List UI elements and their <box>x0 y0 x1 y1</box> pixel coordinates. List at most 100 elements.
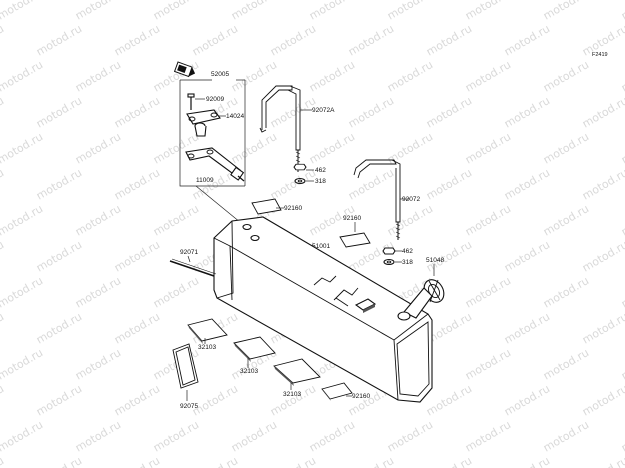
label-92071: 92071 <box>180 249 198 256</box>
label-92009: 92009 <box>206 96 224 103</box>
watermark-text: motod.ru <box>0 454 6 468</box>
watermark-text: motod.ru <box>34 310 84 346</box>
watermark-text: motod.ru <box>619 130 625 166</box>
nut-462-upper <box>293 163 307 171</box>
watermark-text: motod.ru <box>268 22 318 58</box>
watermark-text: motod.ru <box>619 58 625 94</box>
watermark-text: motod.ru <box>34 94 84 130</box>
label-92075: 92075 <box>180 403 198 410</box>
watermark-text: motod.ru <box>34 238 84 274</box>
watermark-text: motod.ru <box>73 0 123 23</box>
watermark-text: motod.ru <box>385 130 435 166</box>
watermark-text: motod.ru <box>385 202 435 238</box>
watermark-text: motod.ru <box>112 166 162 202</box>
watermark-text: motod.ru <box>151 58 201 94</box>
watermark-text: motod.ru <box>463 0 513 23</box>
label-92160-middle: 92160 <box>343 215 361 222</box>
watermark-text: motod.ru <box>73 346 123 382</box>
watermark-text: motod.ru <box>34 166 84 202</box>
label-462-upper: 462 <box>315 167 326 174</box>
watermark-text: motod.ru <box>112 454 162 468</box>
watermark-text: motod.ru <box>0 130 45 166</box>
watermark-text: motod.ru <box>346 94 396 130</box>
watermark-text: motod.ru <box>112 238 162 274</box>
label-92072A: 92072A <box>312 107 335 114</box>
label-92160-upper: 92160 <box>284 205 302 212</box>
watermark-text: motod.ru <box>112 310 162 346</box>
watermark-text: motod.ru <box>580 382 625 418</box>
watermark-text: motod.ru <box>424 166 474 202</box>
pad-92160-middle <box>339 232 371 249</box>
watermark-text: motod.ru <box>580 238 625 274</box>
watermark-text: motod.ru <box>580 454 625 468</box>
watermark-text: motod.ru <box>0 202 45 238</box>
watermark-text: motod.ru <box>346 166 396 202</box>
watermark-text: motod.ru <box>619 274 625 310</box>
pad-92160-upper <box>251 198 282 216</box>
watermark-text: motod.ru <box>580 166 625 202</box>
watermark-text: motod.ru <box>34 454 84 468</box>
watermark-text: motod.ru <box>229 418 279 454</box>
watermark-text: motod.ru <box>190 22 240 58</box>
label-92160-lower: 92160 <box>352 393 370 400</box>
nut-462-lower <box>382 247 396 255</box>
plate-92075 <box>172 343 199 389</box>
watermark-text: motod.ru <box>541 202 591 238</box>
watermark-text: motod.ru <box>0 274 45 310</box>
watermark-text: motod.ru <box>151 418 201 454</box>
label-318-upper: 318 <box>315 178 326 185</box>
watermark-text: motod.ru <box>0 58 45 94</box>
watermark-text: motod.ru <box>73 202 123 238</box>
watermark-text: motod.ru <box>229 130 279 166</box>
pad-92160-lower <box>321 382 353 401</box>
watermark-text: motod.ru <box>424 94 474 130</box>
fuel-tank-51001 <box>213 216 433 403</box>
watermark-text: motod.ru <box>268 166 318 202</box>
watermark-text: motod.ru <box>0 0 45 23</box>
label-14024: 14024 <box>226 113 244 120</box>
watermark-text: motod.ru <box>268 454 318 468</box>
watermark-text: motod.ru <box>307 130 357 166</box>
watermark-text: motod.ru <box>151 274 201 310</box>
watermark-text: motod.ru <box>541 0 591 23</box>
watermark-text: motod.ru <box>0 346 45 382</box>
watermark-text: motod.ru <box>0 382 6 418</box>
pad-32103-a <box>187 318 228 344</box>
watermark-text: motod.ru <box>268 94 318 130</box>
watermark-text: motod.ru <box>307 0 357 23</box>
label-52005: 52005 <box>211 71 229 78</box>
washer-318-upper <box>294 177 306 185</box>
watermark-text: motod.ru <box>346 22 396 58</box>
strap-92072A <box>259 85 301 172</box>
watermark-text: motod.ru <box>73 58 123 94</box>
direction-arrow-icon <box>173 61 196 78</box>
watermark-text: motod.ru <box>580 94 625 130</box>
watermark-text: motod.ru <box>580 310 625 346</box>
watermark-text: motod.ru <box>502 238 552 274</box>
watermark-text: motod.ru <box>190 454 240 468</box>
watermark-text: motod.ru <box>307 418 357 454</box>
watermark-text: motod.ru <box>73 274 123 310</box>
watermark-text: motod.ru <box>73 418 123 454</box>
watermark-text: motod.ru <box>268 382 318 418</box>
watermark-text: motod.ru <box>346 454 396 468</box>
watermark-text: motod.ru <box>502 382 552 418</box>
label-51001: 51001 <box>312 243 330 250</box>
label-318-lower: 318 <box>402 259 413 266</box>
watermark-text: motod.ru <box>424 454 474 468</box>
watermark-text: motod.ru <box>424 22 474 58</box>
watermark-text: motod.ru <box>385 58 435 94</box>
pad-32103-b <box>233 336 276 362</box>
watermark-text: motod.ru <box>619 418 625 454</box>
watermark-text: motod.ru <box>229 0 279 23</box>
lever-11009 <box>185 147 245 182</box>
watermark-text: motod.ru <box>73 130 123 166</box>
watermark-text: motod.ru <box>463 202 513 238</box>
label-11009: 11009 <box>196 177 214 184</box>
watermark-text: motod.ru <box>463 58 513 94</box>
label-462-lower: 462 <box>402 248 413 255</box>
rod-92071 <box>169 258 217 277</box>
watermark-text: motod.ru <box>190 382 240 418</box>
watermark-text: motod.ru <box>502 310 552 346</box>
watermark-text: motod.ru <box>619 202 625 238</box>
